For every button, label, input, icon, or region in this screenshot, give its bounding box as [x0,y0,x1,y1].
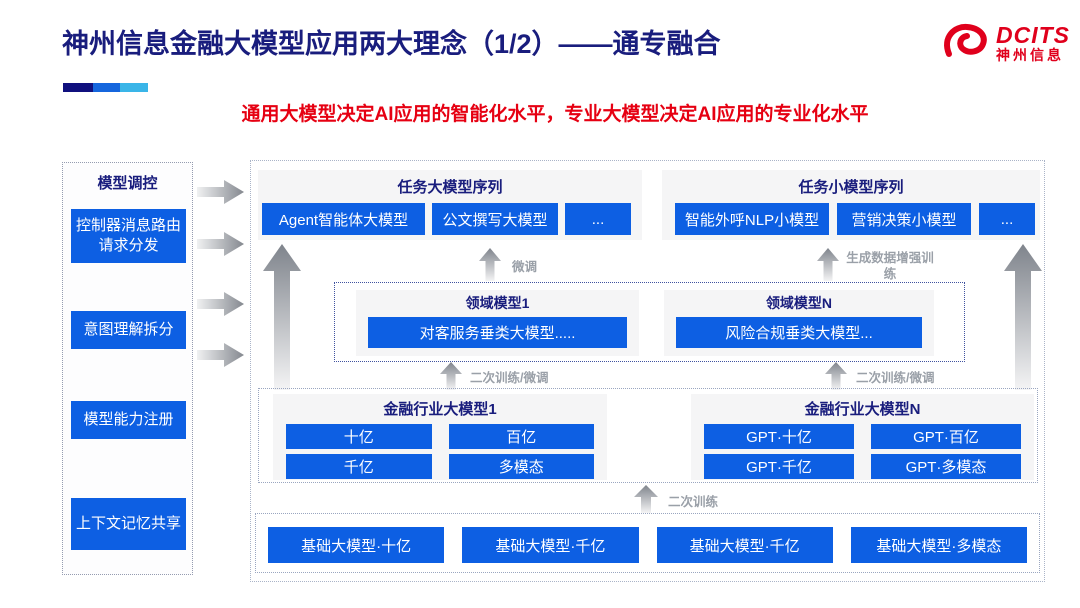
accent-segment-mid [93,83,120,92]
node-agent-large-model: Agent智能体大模型 [262,203,425,235]
industry-model-1-panel: 金融行业大模型1 十亿 百亿 千亿 多模态 [273,394,607,480]
industry-model-n-title: 金融行业大模型N [804,401,921,418]
sidebar-node-intent-split: 意图理解拆分 [71,311,186,349]
node-marketing-decision-model: 营销决策小模型 [837,203,971,235]
node-gpt-billion: GPT·十亿 [704,424,854,449]
domain-model-frame: 领域模型1 对客服务垂类大模型..... 领域模型N 风险合规垂类大模型... [334,282,965,362]
up-arrow-retrain-left [440,362,462,390]
node-gpt-hundred-billion: GPT·千亿 [704,454,854,479]
base-model-frame: 基础大模型·十亿 基础大模型·千亿 基础大模型·千亿 基础大模型·多模态 [255,513,1040,573]
task-small-title: 任务小模型序列 [798,179,904,196]
node-risk-compliance-vertical-model: 风险合规垂类大模型... [676,317,922,348]
right-arrow-2 [197,232,244,256]
node-task-large-ellipsis: ... [565,203,631,235]
node-gpt-multimodal: GPT·多模态 [871,454,1021,479]
accent-segment-dark [63,83,93,92]
node-gpt-ten-billion: GPT·百亿 [871,424,1021,449]
sidebar-title: 模型调控 [97,175,158,192]
model-control-panel: 模型调控 控制器消息路由请求分发 意图理解拆分 模型能力注册 上下文记忆共享 [62,162,193,575]
task-large-title: 任务大模型序列 [397,179,503,196]
up-arrow-tall-left [263,244,301,390]
node-multimodal: 多模态 [448,454,594,479]
logo-subtext: 神州信息 [996,46,1064,63]
main-diagram-frame [250,160,1045,582]
node-outbound-nlp-model: 智能外呼NLP小模型 [675,203,829,235]
domain-model-n-title: 领域模型N [765,295,833,311]
up-arrow-tall-right [1004,244,1042,390]
node-hundred-billion: 千亿 [286,454,432,479]
right-arrow-3 [197,292,244,316]
label-gen-augment: 生成数据增强训练 [846,251,934,282]
node-base-model-multimodal: 基础大模型·多模态 [850,527,1027,563]
node-ten-billion: 百亿 [448,424,594,449]
sidebar-node-message-routing: 控制器消息路由请求分发 [71,209,186,263]
task-large-model-panel: 任务大模型序列 Agent智能体大模型 公文撰写大模型 ... [258,170,642,240]
title-accent-bar [63,83,148,92]
node-base-model-hundred-billion-2: 基础大模型·千亿 [656,527,833,563]
node-task-small-ellipsis: ... [979,203,1035,235]
slide-subtitle: 通用大模型决定AI应用的智能化水平，专业大模型决定AI应用的专业化水平 [241,104,869,125]
up-arrow-finetune [479,248,501,281]
sidebar-node-context-memory: 上下文记忆共享 [71,498,186,550]
node-billion: 十亿 [286,424,432,449]
industry-model-1-title: 金融行业大模型1 [383,401,497,418]
dcits-swoosh-icon [944,23,987,57]
up-arrow-gen-augment [817,248,839,281]
right-arrow-1 [197,180,244,204]
node-customer-service-vertical-model: 对客服务垂类大模型..... [368,317,627,348]
industry-model-n-panel: 金融行业大模型N GPT·十亿 GPT·百亿 GPT·千亿 GPT·多模态 [691,394,1034,480]
task-small-model-panel: 任务小模型序列 智能外呼NLP小模型 营销决策小模型 ... [662,170,1040,240]
node-base-model-hundred-billion-1: 基础大模型·千亿 [462,527,639,563]
domain-model-1-title: 领域模型1 [465,295,530,311]
node-base-model-billion: 基础大模型·十亿 [268,527,445,563]
up-arrow-retrain-right [825,362,847,390]
domain-model-n-panel: 领域模型N 风险合规垂类大模型... [664,290,934,356]
right-arrow-4 [197,343,244,367]
page-title: 神州信息金融大模型应用两大理念（1/2）——通专融合 [62,29,721,59]
label-retrain-right: 二次训练/微调 [856,371,935,385]
node-document-writing-model: 公文撰写大模型 [432,203,558,235]
label-retrain-left: 二次训练/微调 [470,371,549,385]
logo-text: DCITS [996,21,1070,48]
industry-model-frame: 金融行业大模型1 十亿 百亿 千亿 多模态 金融行业大模型N GPT·十亿 GP… [258,388,1038,483]
label-retrain-bottom: 二次训练 [668,495,719,509]
dcits-logo: DCITS 神州信息 [940,20,1070,66]
domain-model-1-panel: 领域模型1 对客服务垂类大模型..... [356,290,639,356]
sidebar-node-capability-register: 模型能力注册 [71,401,186,439]
accent-segment-light [120,83,148,92]
label-finetune: 微调 [512,260,538,274]
up-arrow-retrain-bottom [634,485,658,513]
